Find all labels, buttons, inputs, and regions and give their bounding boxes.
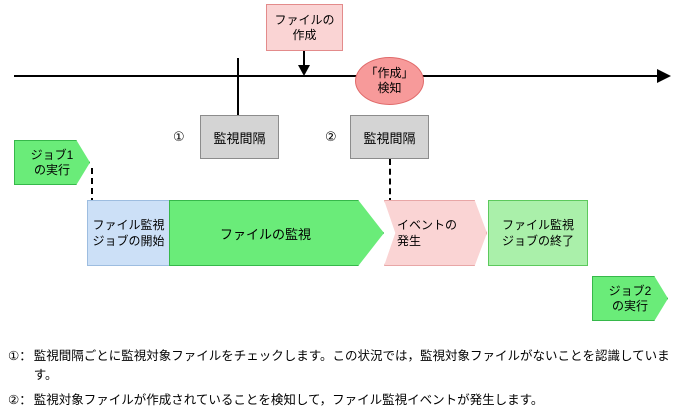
footnote-2-text: 監視対象ファイルが作成されていることを検知して，ファイル監視イベントが発生します… <box>33 393 544 407</box>
timeline-axis <box>14 75 659 77</box>
footnotes: ①： 監視間隔ごとに監視対象ファイルをチェックします。この状況では，監視対象ファ… <box>8 347 676 410</box>
job1-execution-shape: ジョブ1 の実行 <box>14 140 90 185</box>
file-creation-line1: ファイルの <box>274 12 335 27</box>
creation-detected-ellipse: 「作成」 検知 <box>355 57 424 105</box>
job-end-line1: ファイル監視 <box>501 218 574 232</box>
footnote-2-marker: ②： <box>8 393 32 407</box>
job2-line2: の実行 <box>611 298 648 313</box>
job-start-line2: ジョブの開始 <box>92 234 165 248</box>
interval-marker-1: ① <box>173 129 185 144</box>
event-line2: 発生 <box>397 234 422 248</box>
job2-line1: ジョブ2 <box>608 283 652 298</box>
file-creation-arrow-stem <box>303 51 305 69</box>
dashed-connector-interval2 <box>389 159 391 204</box>
file-monitoring-label: ファイルの監視 <box>219 226 311 242</box>
file-creation-arrow-head-icon <box>298 65 310 76</box>
monitoring-interval-label-2: 監視間隔 <box>363 130 416 146</box>
event-line1: イベントの <box>397 218 458 232</box>
dashed-connector-job1 <box>91 168 93 204</box>
file-monitor-job-end-block: ファイル監視 ジョブの終了 <box>488 200 588 266</box>
timeline-arrow-icon <box>657 69 671 83</box>
monitoring-interval-box-2: 監視間隔 <box>350 115 429 159</box>
creation-detected-line2: 検知 <box>377 81 402 95</box>
monitoring-interval-label-1: 監視間隔 <box>213 130 266 146</box>
job-start-line1: ファイル監視 <box>92 218 165 232</box>
footnote-1-marker: ①： <box>8 349 32 363</box>
creation-detected-line1: 「作成」 <box>365 66 414 80</box>
event-occurrence-block: イベントの 発生 <box>384 200 487 266</box>
interval-marker-2: ② <box>325 129 337 144</box>
job2-execution-shape: ジョブ2 の実行 <box>592 276 668 321</box>
job-end-line2: ジョブの終了 <box>501 234 574 248</box>
timeline-tick-mark <box>237 58 239 126</box>
file-monitor-job-start-block: ファイル監視 ジョブの開始 <box>87 200 170 266</box>
file-monitoring-block: ファイルの監視 <box>169 200 384 266</box>
footnote-2: ②： 監視対象ファイルが作成されていることを検知して，ファイル監視イベントが発生… <box>8 391 676 410</box>
footnote-1: ①： 監視間隔ごとに監視対象ファイルをチェックします。この状況では，監視対象ファ… <box>8 347 676 385</box>
file-creation-box: ファイルの 作成 <box>266 4 343 51</box>
footnote-1-text: 監視間隔ごとに監視対象ファイルをチェックします。この状況では，監視対象ファイルが… <box>33 349 670 382</box>
monitoring-interval-box-1: 監視間隔 <box>200 115 279 159</box>
job1-line1: ジョブ1 <box>30 147 74 162</box>
job1-line2: の実行 <box>33 162 70 177</box>
file-creation-line2: 作成 <box>292 27 317 42</box>
